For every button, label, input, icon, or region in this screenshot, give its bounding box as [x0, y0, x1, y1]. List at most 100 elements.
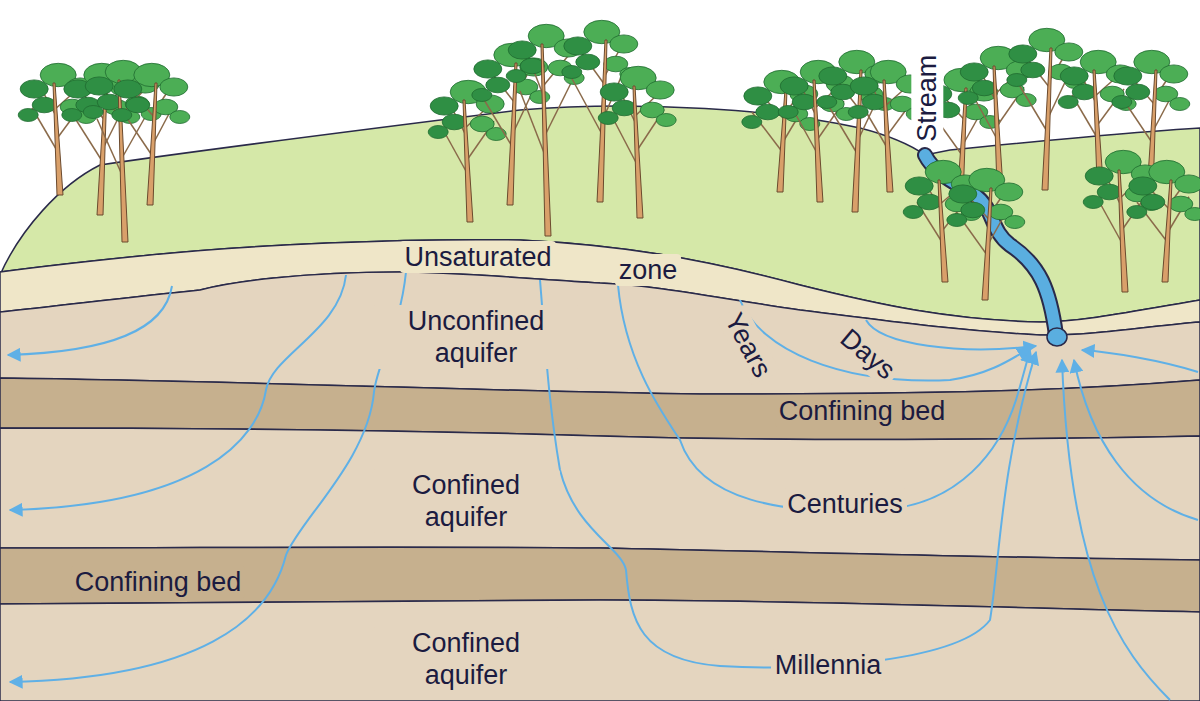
layer-label: Confined aquifer: [372, 627, 560, 692]
tree-trunk: [1093, 70, 1103, 182]
tree-trunk: [982, 188, 992, 300]
tree-foliage: [62, 109, 82, 122]
tree-foliage: [780, 77, 808, 95]
tree-trunk: [883, 80, 893, 192]
tree-foliage: [1175, 175, 1200, 193]
tree-trunk: [507, 63, 517, 205]
tree-foliage: [819, 67, 847, 85]
flow-line: [618, 285, 1030, 511]
stream-channel: [925, 155, 1056, 335]
tree-foliage: [83, 106, 103, 119]
tree-foliage: [1058, 96, 1078, 109]
tree-foliage: [646, 81, 674, 99]
tree-foliage: [778, 106, 798, 119]
layer-label: Confined aquifer: [372, 469, 560, 534]
tree-foliage: [1129, 177, 1157, 195]
tree: [1127, 160, 1200, 282]
tree-foliage: [600, 83, 628, 101]
tree-foliage: [742, 116, 762, 129]
stream-label: Stream: [912, 50, 944, 145]
tree-foliage: [530, 91, 550, 104]
tree-foliage: [506, 70, 526, 83]
confined-aquifer-layer: [0, 428, 1200, 560]
tree-foliage: [1055, 43, 1083, 61]
flow-lines: [8, 272, 1198, 700]
tree-foliage: [1127, 206, 1147, 219]
forest: [18, 20, 1200, 300]
tree-foliage: [610, 35, 638, 53]
tree-foliage: [848, 106, 868, 119]
zone-label: zone: [615, 254, 682, 286]
tree-branch: [1017, 81, 1048, 132]
tree-foliage: [160, 78, 188, 96]
flow-line: [866, 320, 1036, 349]
tree-foliage: [905, 177, 933, 195]
tree-foliage: [598, 112, 618, 125]
tree: [83, 60, 161, 242]
tree-branch: [572, 79, 603, 136]
tree-foliage: [472, 89, 492, 102]
tree: [506, 24, 584, 236]
travel-time-label: Centuries: [783, 488, 907, 520]
tree: [947, 168, 1025, 300]
tree-foliage: [18, 109, 38, 122]
tree-foliage: [114, 80, 142, 98]
tree-trunk: [463, 100, 473, 222]
travel-time-label: Days: [831, 319, 905, 388]
tree-foliage: [1112, 96, 1132, 109]
tree-foliage: [1085, 167, 1113, 185]
tree-branch: [482, 96, 513, 147]
layer-label: Confining bed: [71, 566, 246, 598]
tree-foliage: [474, 60, 502, 78]
tree-foliage: [428, 126, 448, 139]
tree-trunk: [53, 83, 63, 195]
flow-line: [8, 286, 172, 355]
tree-foliage: [430, 97, 458, 115]
tree-foliage: [949, 185, 977, 203]
tree-foliage: [562, 66, 582, 79]
tree-foliage: [112, 109, 132, 122]
tree-branch: [545, 81, 572, 136]
unconfined-aquifer-layer: [0, 272, 1200, 394]
tree-trunk: [147, 83, 157, 205]
tree-foliage: [1009, 45, 1037, 63]
flow-line: [540, 280, 1036, 667]
zone-label: Unsaturated: [400, 241, 555, 273]
tree: [1007, 28, 1085, 190]
tree-foliage: [656, 114, 676, 127]
tree-foliage: [1007, 74, 1027, 87]
flow-line: [10, 275, 346, 510]
tree-trunk: [1162, 180, 1172, 282]
tree-branch: [520, 91, 545, 156]
tree: [742, 70, 820, 192]
tree: [562, 20, 640, 202]
tree-trunk: [1042, 48, 1052, 190]
tree: [18, 63, 96, 195]
tree-foliage: [903, 206, 923, 219]
tree-foliage: [1083, 196, 1103, 209]
tree-trunk: [938, 180, 948, 282]
tree-foliage: [960, 63, 988, 81]
tree: [112, 63, 190, 205]
stream-bank: [925, 155, 1056, 335]
tree-foliage: [170, 111, 190, 124]
tree-trunk: [541, 44, 551, 236]
tree: [428, 80, 506, 222]
flow-line: [1082, 350, 1198, 372]
tree-foliage: [486, 128, 506, 141]
tree-foliage: [958, 92, 978, 105]
confined-aquifer-layer: [0, 600, 1200, 701]
tree-foliage: [508, 41, 536, 59]
travel-time-label: Millennia: [771, 649, 886, 681]
flow-line: [10, 272, 406, 682]
tree-foliage: [20, 80, 48, 98]
tree-foliage: [1114, 67, 1142, 85]
tree-foliage: [1005, 216, 1025, 229]
tree-foliage: [1170, 98, 1190, 111]
flow-line: [1062, 360, 1170, 700]
flow-line: [1074, 360, 1198, 520]
stream-bed: [1047, 328, 1067, 346]
tree-foliage: [125, 96, 149, 112]
tree-foliage: [564, 37, 592, 55]
